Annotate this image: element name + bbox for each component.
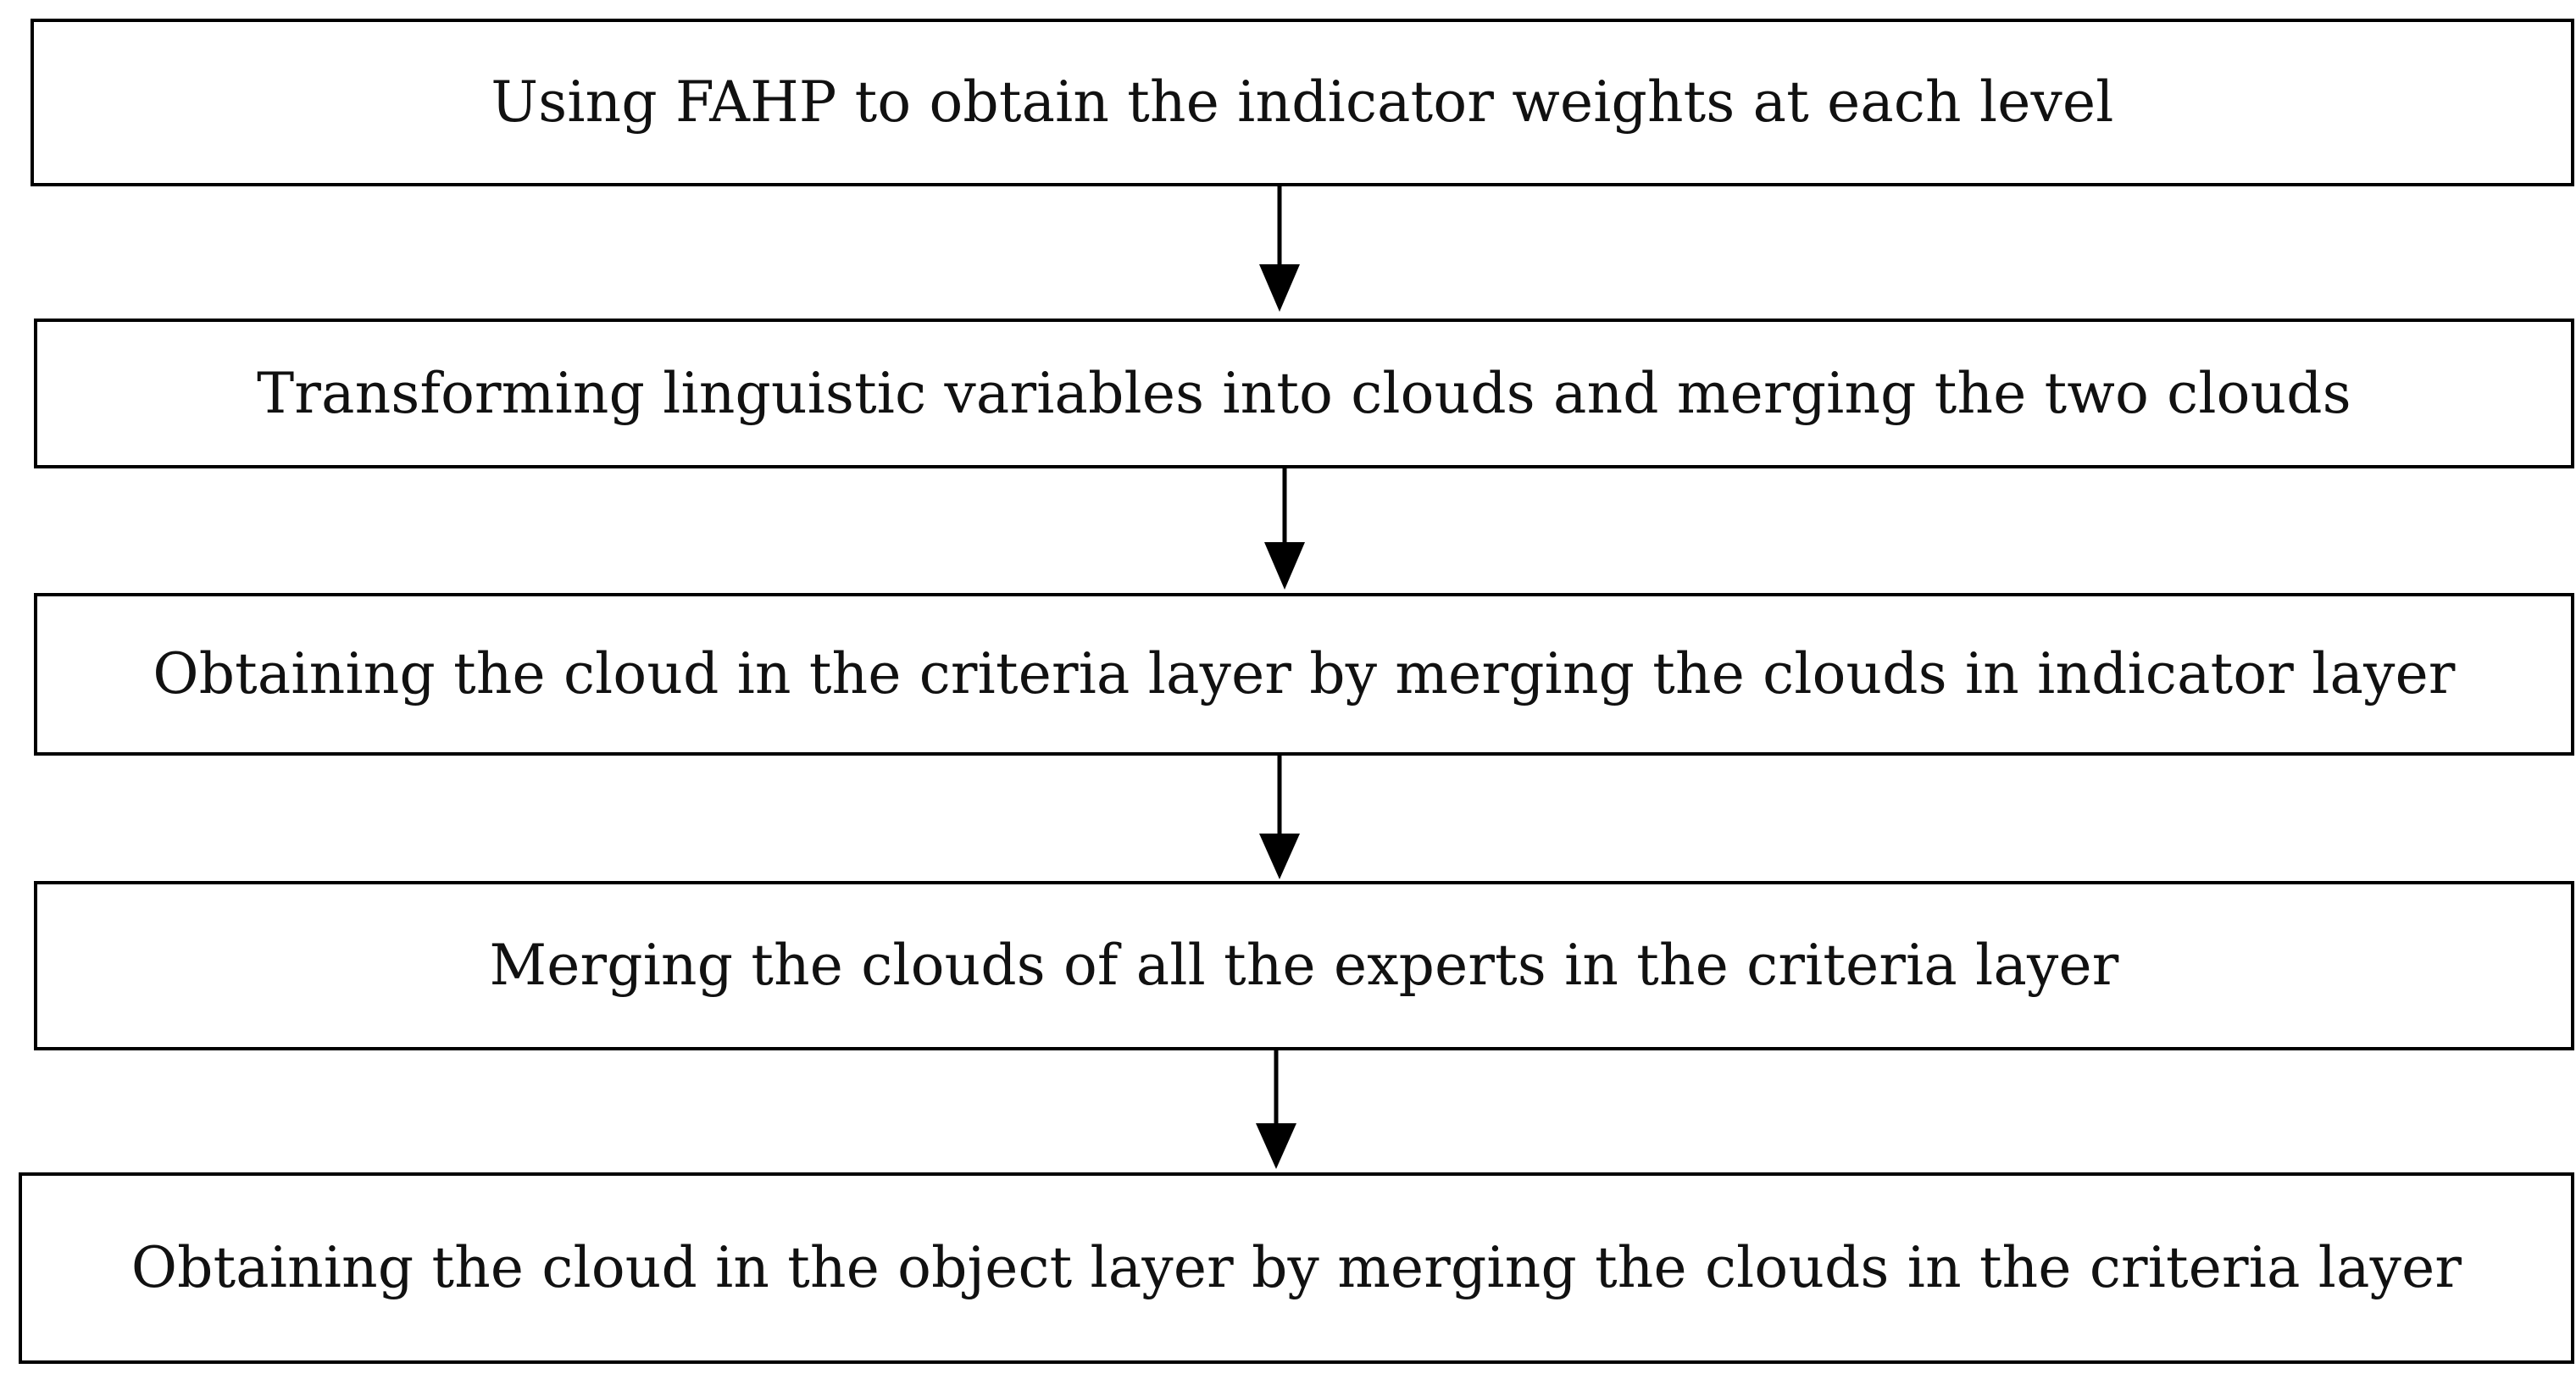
step-box-criteria-layer-cloud: Obtaining the cloud in the criteria laye…: [34, 593, 2574, 756]
step-label: Using FAHP to obtain the indicator weigh…: [491, 69, 2114, 135]
step-box-linguistic-to-clouds: Transforming linguistic variables into c…: [34, 319, 2574, 468]
step-label: Transforming linguistic variables into c…: [257, 360, 2351, 426]
step-label: Obtaining the cloud in the criteria laye…: [153, 641, 2456, 706]
arrow-step3-to-step4: [1259, 756, 1300, 879]
arrow-step2-to-step3: [1264, 468, 1305, 590]
step-label: Merging the clouds of all the experts in…: [489, 933, 2119, 998]
arrow-step4-to-step5: [1256, 1050, 1296, 1169]
arrow-step1-to-step2: [1259, 186, 1300, 312]
step-label: Obtaining the cloud in the object layer …: [130, 1235, 2462, 1300]
step-box-fahp-weights: Using FAHP to obtain the indicator weigh…: [31, 19, 2574, 186]
step-box-merge-experts: Merging the clouds of all the experts in…: [34, 881, 2574, 1050]
step-box-object-layer-cloud: Obtaining the cloud in the object layer …: [19, 1172, 2574, 1364]
